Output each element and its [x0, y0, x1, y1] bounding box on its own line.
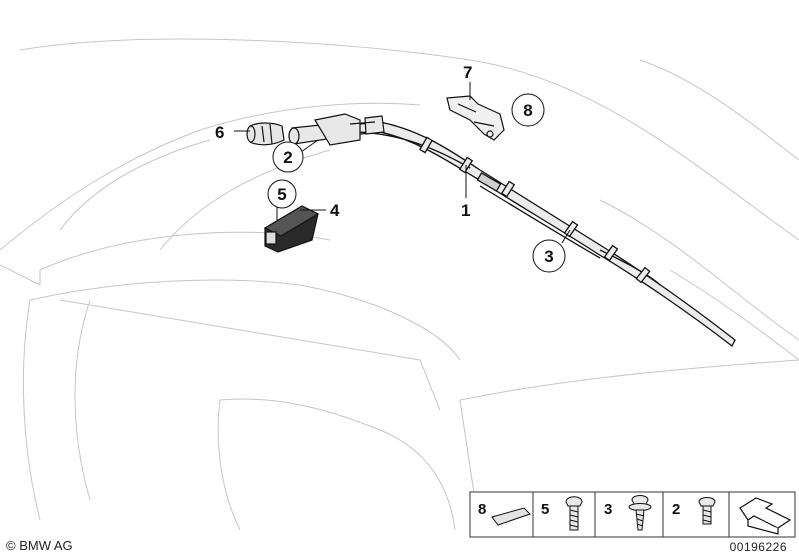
svg-text:7: 7 [463, 63, 472, 82]
callout-2: 2 [272, 141, 304, 173]
image-number: 00196226 [729, 540, 787, 554]
svg-text:3: 3 [544, 247, 553, 266]
leader-lines [234, 82, 571, 244]
svg-text:5: 5 [541, 501, 549, 518]
bolt-icon [565, 496, 583, 531]
connector-part-6 [246, 122, 285, 146]
callout-5: 5 [267, 179, 297, 209]
callout-7: 7 [463, 63, 472, 82]
callout-8: 8 [511, 93, 545, 127]
legend-item-3: 3 [604, 495, 652, 531]
svg-text:6: 6 [215, 123, 224, 142]
svg-text:2: 2 [672, 501, 680, 518]
callout-4: 4 [330, 201, 340, 220]
svg-text:4: 4 [330, 201, 340, 220]
svg-text:2: 2 [283, 148, 292, 167]
svg-text:3: 3 [604, 501, 612, 518]
legend-item-2: 2 [672, 497, 716, 525]
screw-with-washer-icon [628, 495, 652, 531]
tube-clips [419, 136, 651, 284]
svg-text:5: 5 [277, 185, 286, 204]
short-screw-icon [698, 497, 716, 525]
callout-1: 1 [461, 201, 470, 220]
car-body-outline [0, 38, 799, 531]
sensor-box [263, 205, 320, 253]
svg-text:1: 1 [461, 201, 470, 220]
head-airbag-tube [319, 121, 736, 347]
parts-legend: 8 5 3 2 [469, 491, 796, 538]
adhesive-pad-icon [491, 507, 531, 526]
legend-item-8: 8 [478, 501, 531, 526]
callout-6: 6 [215, 123, 224, 142]
bracket-part-7 [446, 95, 505, 141]
callout-3: 3 [532, 239, 566, 273]
gas-generator [288, 113, 385, 146]
copyright-notice: © BMW AG [6, 538, 73, 553]
direction-arrow-icon [739, 497, 792, 535]
legend-item-5: 5 [541, 496, 583, 531]
svg-text:8: 8 [478, 501, 486, 518]
svg-text:8: 8 [523, 101, 532, 120]
